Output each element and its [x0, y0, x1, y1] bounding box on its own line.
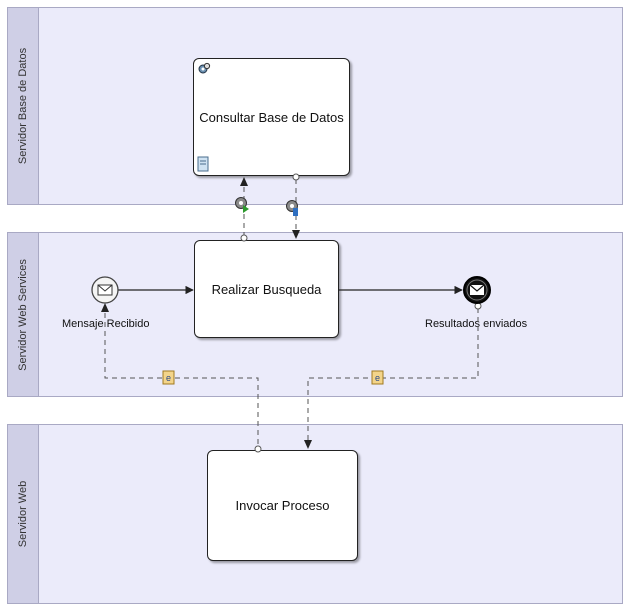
task-invocar-proceso[interactable]: Invocar Proceso: [207, 450, 358, 561]
service-gear-icon: [198, 62, 211, 74]
message-flow-start-to-web[interactable]: [101, 303, 262, 453]
message-flow-end-to-web[interactable]: [304, 302, 482, 449]
task-label: Consultar Base de Datos: [199, 109, 344, 125]
task-label: Invocar Proceso: [235, 498, 330, 513]
end-message-event[interactable]: [463, 276, 491, 304]
message-envelope-icon-left: e: [162, 370, 175, 385]
end-event-label: Resultados enviados: [425, 318, 528, 330]
task-label: Realizar Busqueda: [211, 281, 322, 297]
message-request-icon: [235, 197, 249, 213]
message-envelope-icon-right: e: [371, 370, 384, 385]
svg-text:e: e: [375, 373, 380, 383]
task-realizar-busqueda[interactable]: Realizar Busqueda: [194, 240, 339, 338]
start-message-event[interactable]: [91, 276, 119, 304]
task-consultar-base-de-datos[interactable]: Consultar Base de Datos: [193, 58, 350, 176]
pool-header: Servidor Web: [8, 425, 39, 603]
start-event-label: Mensaje Recibido: [62, 318, 150, 330]
pool-header: Servidor Base de Datos: [8, 8, 39, 204]
data-store-icon: [197, 156, 209, 172]
message-response-icon: [286, 200, 298, 216]
pool-header: Servidor Web Services: [8, 233, 39, 396]
svg-text:e: e: [166, 373, 171, 383]
